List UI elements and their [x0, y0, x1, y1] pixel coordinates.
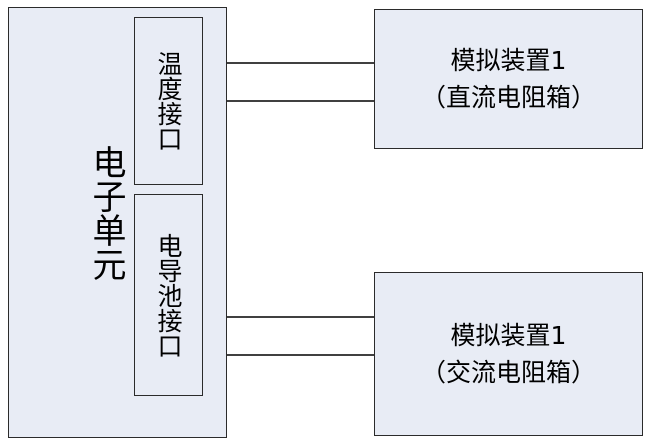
block-temperature-port: 温度接口 — [134, 17, 203, 185]
device-dc-line2: （直流电阻箱） — [420, 83, 596, 112]
conductivity-port-label: 电导池接口 — [154, 232, 183, 358]
device-ac-label: 模拟装置1 （交流电阻箱） — [421, 317, 596, 391]
temperature-port-label: 温度接口 — [154, 51, 183, 151]
block-device-ac: 模拟装置1 （交流电阻箱） — [374, 272, 643, 436]
electronic-unit-label: 电子单元 — [86, 145, 126, 281]
block-conductivity-port: 电导池接口 — [134, 194, 203, 396]
device-dc-label: 模拟装置1 （直流电阻箱） — [421, 42, 596, 116]
block-device-dc: 模拟装置1 （直流电阻箱） — [374, 9, 643, 149]
device-ac-line1: 模拟装置1 — [450, 321, 567, 350]
device-ac-line2: （交流电阻箱） — [420, 358, 596, 387]
device-dc-line1: 模拟装置1 — [450, 46, 567, 75]
